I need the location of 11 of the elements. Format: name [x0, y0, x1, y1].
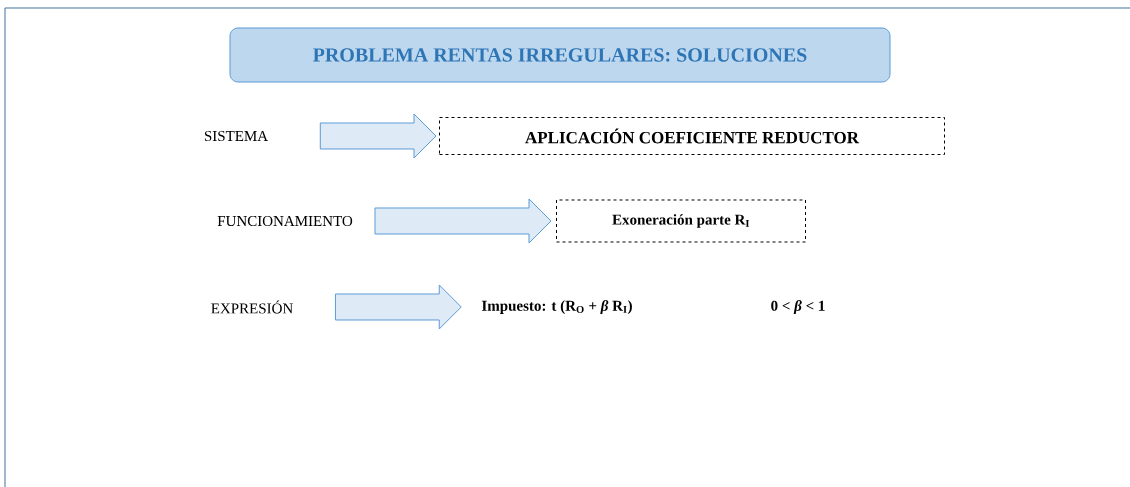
title-box: PROBLEMA RENTAS IRREGULARES: SOLUCIONES	[229, 27, 891, 83]
row-label: FUNCIONAMIENTO	[217, 215, 353, 227]
row-label: EXPRESIÓN	[211, 300, 293, 314]
block-arrow	[319, 113, 437, 159]
formula-text: Impuesto: t (R$_{O}$ + β R$_{I}$)	[481, 300, 632, 314]
block-arrow	[334, 284, 462, 330]
dashed-box: Exoneración parte R$_{I}$	[556, 199, 806, 243]
block-arrow	[374, 198, 552, 244]
dashed-box: APLICACIÓN COEFICIENTE REDUCTOR	[439, 117, 945, 155]
formula-text: 0 < β < 1	[771, 300, 825, 314]
row-label: SISTEMA	[204, 130, 268, 142]
